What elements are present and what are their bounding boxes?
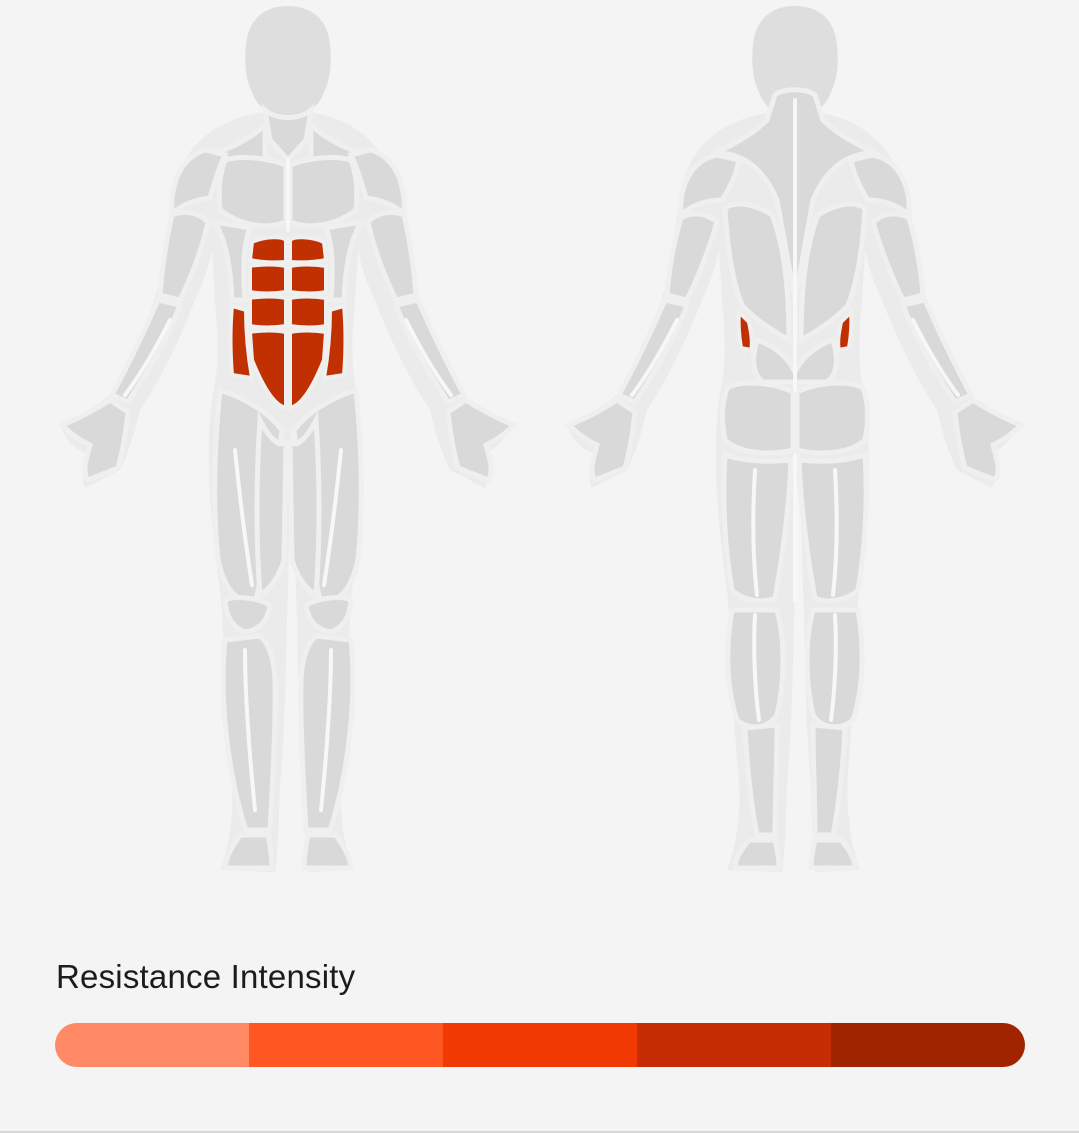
front-neck bbox=[261, 103, 315, 164]
front-right-pectoral bbox=[287, 155, 360, 229]
intensity-level-1 bbox=[55, 1023, 249, 1067]
abs-segment bbox=[248, 262, 288, 296]
intensity-level-5 bbox=[831, 1023, 1025, 1067]
abs-segment bbox=[288, 262, 328, 296]
back-right-lat bbox=[798, 201, 868, 345]
back-right-hamstring bbox=[796, 451, 869, 604]
back-right-achilles bbox=[810, 722, 848, 838]
front-left-forearm bbox=[108, 297, 184, 406]
front-left-oblique bbox=[228, 303, 255, 381]
back-left-hand bbox=[564, 396, 638, 484]
back-lower-back bbox=[751, 336, 839, 385]
intensity-level-3 bbox=[443, 1023, 637, 1067]
abs-segment bbox=[288, 235, 329, 265]
front-right-forearm bbox=[392, 297, 468, 406]
back-left-oblique bbox=[736, 307, 754, 353]
back-left-lat bbox=[722, 201, 792, 345]
back-right-hand bbox=[952, 396, 1026, 484]
front-left-upper-arm bbox=[157, 209, 211, 303]
front-left-knee bbox=[222, 595, 273, 635]
back-right-heel bbox=[808, 837, 858, 871]
front-right-upper-arm bbox=[365, 209, 419, 303]
abs-segment bbox=[247, 235, 288, 265]
front-right-inner-thigh bbox=[287, 410, 322, 600]
front-muscle-lines bbox=[123, 158, 453, 812]
abs-segment bbox=[248, 294, 288, 330]
front-body-figure bbox=[20, 0, 560, 900]
front-right-deltoid bbox=[347, 147, 407, 222]
front-left-foot bbox=[222, 832, 275, 871]
intensity-level-2 bbox=[249, 1023, 443, 1067]
back-left-forearm bbox=[615, 297, 691, 406]
front-left-deltoid bbox=[169, 147, 229, 222]
front-body-svg bbox=[57, 6, 519, 872]
legend-title: Resistance Intensity bbox=[56, 958, 356, 995]
front-left-serratus bbox=[210, 218, 254, 303]
back-body-figure bbox=[527, 0, 1067, 900]
bottom-divider bbox=[0, 1131, 1079, 1133]
front-left-inner-thigh bbox=[254, 410, 289, 600]
back-left-glute bbox=[720, 380, 796, 456]
front-left-hand bbox=[57, 396, 131, 484]
back-right-deltoid bbox=[848, 152, 912, 221]
back-body-svg bbox=[564, 6, 1026, 872]
front-head bbox=[245, 6, 331, 120]
back-left-hamstring bbox=[721, 451, 794, 604]
front-right-serratus bbox=[322, 218, 366, 303]
back-left-deltoid bbox=[678, 152, 742, 221]
front-abdominals bbox=[247, 235, 329, 411]
front-right-knee bbox=[303, 595, 354, 635]
intensity-level-4 bbox=[637, 1023, 831, 1067]
front-right-foot bbox=[301, 832, 354, 871]
back-head bbox=[752, 6, 838, 120]
back-right-upper-arm bbox=[870, 211, 926, 303]
front-right-hand bbox=[445, 396, 519, 484]
back-left-achilles bbox=[742, 722, 780, 838]
abs-segment bbox=[288, 328, 329, 411]
back-left-upper-arm bbox=[664, 211, 720, 303]
back-left-heel bbox=[732, 837, 782, 871]
front-right-oblique bbox=[321, 303, 348, 381]
back-right-glute bbox=[794, 380, 870, 456]
front-left-pectoral bbox=[216, 155, 289, 229]
abs-segment bbox=[288, 294, 328, 330]
resistance-intensity-bar bbox=[55, 1023, 1025, 1067]
abs-segment bbox=[247, 328, 288, 411]
back-muscle-lines bbox=[630, 98, 960, 722]
back-right-forearm bbox=[899, 297, 975, 406]
back-right-oblique bbox=[836, 307, 854, 353]
